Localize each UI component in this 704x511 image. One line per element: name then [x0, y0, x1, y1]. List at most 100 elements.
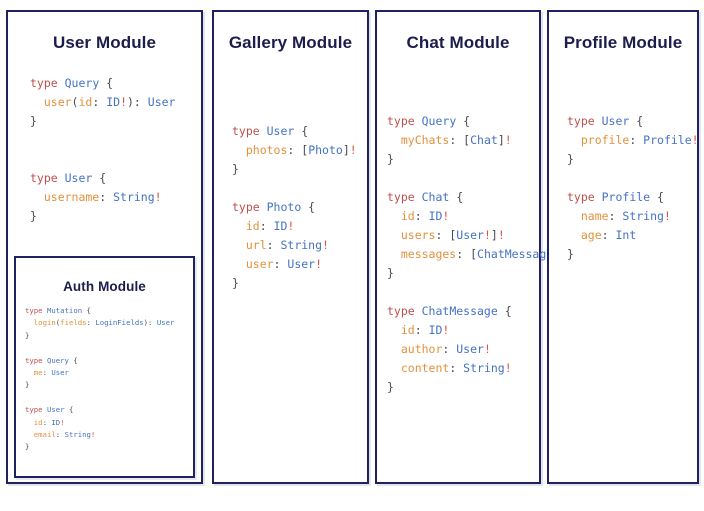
code-line: user: User! [232, 255, 367, 274]
code-token: name [567, 209, 609, 223]
code-token: Query [46, 355, 69, 365]
code-token: ! [287, 219, 295, 233]
code-token: ] [342, 143, 350, 157]
code-line: users: [User!]! [387, 226, 539, 245]
code-token: : [259, 219, 274, 233]
code-token: Profile [601, 190, 651, 204]
code-line: user(id: ID!): User [30, 93, 201, 112]
code-token: type [25, 405, 47, 415]
code-token: : [608, 209, 623, 223]
code-token: [ [463, 133, 471, 147]
code-token: } [567, 152, 574, 166]
code-token: User [456, 228, 484, 242]
code-token: type [387, 190, 422, 204]
code-line: email: String! [25, 429, 193, 441]
code-line [30, 131, 201, 150]
code-line: id: ID! [232, 217, 367, 236]
code-token: Profile [643, 133, 692, 147]
code-token: ! [691, 133, 699, 147]
module-card-chat: Chat Module type Query { myChats: [Chat]… [375, 10, 567, 484]
code-line: type Photo { [232, 198, 367, 217]
code-line: type Query { [387, 112, 539, 131]
code-line: url: String! [232, 236, 367, 255]
code-token: : [86, 318, 96, 328]
code-token: : [456, 247, 471, 261]
code-line: } [30, 112, 201, 131]
code-token: } [387, 152, 394, 166]
code-token: users [387, 228, 436, 242]
module-card-auth: Auth Module type Mutation { login(fields… [14, 256, 195, 478]
code-line: type Chat { [387, 188, 539, 207]
code-line: } [387, 264, 539, 283]
code-token: : [99, 190, 114, 204]
code-token: } [567, 247, 574, 261]
code-token: id [78, 95, 93, 109]
module-code-auth: type Mutation { login(fields: LoginField… [25, 305, 193, 454]
code-token: String [113, 190, 155, 204]
code-token: type [232, 124, 267, 138]
code-token: ID [106, 95, 121, 109]
code-token: id [387, 323, 415, 337]
code-token: Chat [421, 190, 450, 204]
code-token: ] [490, 228, 498, 242]
code-line: id: ID! [387, 321, 539, 340]
code-line: author: User! [387, 340, 539, 359]
code-token: : [42, 368, 52, 378]
code-line: } [387, 150, 539, 169]
code-line: } [232, 160, 367, 179]
code-token: profile [567, 133, 630, 147]
code-token: User [147, 95, 176, 109]
module-code-gallery: type User { photos: [Photo]!} type Photo… [232, 122, 367, 293]
code-token: String [280, 238, 323, 252]
code-token: ID [428, 323, 443, 337]
code-line: id: ID! [25, 417, 193, 429]
code-token: [ [301, 143, 309, 157]
code-token: ! [60, 417, 65, 427]
code-token: { [99, 76, 114, 90]
code-token: ID [273, 219, 288, 233]
code-token: } [25, 380, 30, 390]
code-token: { [497, 304, 512, 318]
code-token: String [622, 209, 664, 223]
module-card-user: User Module type Query { user(id: ID!): … [6, 10, 203, 484]
code-token: ): [143, 318, 157, 328]
code-token: Photo [266, 200, 302, 214]
code-token: User [601, 114, 630, 128]
code-token: String [463, 361, 505, 375]
code-token: User [46, 405, 65, 415]
code-token: : [273, 257, 288, 271]
code-token: type [30, 76, 65, 90]
code-line: profile: Profile! [567, 131, 699, 150]
code-token: User [266, 124, 295, 138]
code-line [30, 150, 201, 169]
code-line: content: String! [387, 359, 539, 378]
code-token: : [42, 417, 52, 427]
code-token: [ [449, 228, 457, 242]
code-token: Mutation [46, 306, 83, 315]
code-token: : [435, 228, 450, 242]
code-token: type [30, 171, 65, 185]
module-title-profile: Profile Module [563, 33, 683, 52]
code-line: myChats: [Chat]! [387, 131, 539, 150]
code-token: } [25, 330, 30, 340]
code-token: content [387, 361, 450, 375]
code-token: photos [232, 143, 288, 157]
code-token: ID [428, 209, 443, 223]
code-line: me: User [25, 367, 193, 379]
code-token: Query [421, 114, 457, 128]
code-token: { [68, 355, 78, 365]
code-line: type Query { [30, 74, 201, 93]
code-token: User [156, 318, 175, 328]
code-line: type ChatMessage { [387, 302, 539, 321]
code-line: } [567, 150, 697, 169]
code-token: ( [55, 318, 61, 328]
code-token: type [25, 306, 47, 315]
module-code-profile: type User { profile: Profile!} type Prof… [567, 112, 699, 264]
code-token: ! [504, 133, 512, 147]
module-card-gallery: Gallery Module type User { photos: [Phot… [212, 10, 369, 484]
code-token: : [449, 361, 464, 375]
code-token: } [232, 276, 239, 290]
code-token: ( [71, 95, 79, 109]
code-token: type [25, 355, 47, 365]
